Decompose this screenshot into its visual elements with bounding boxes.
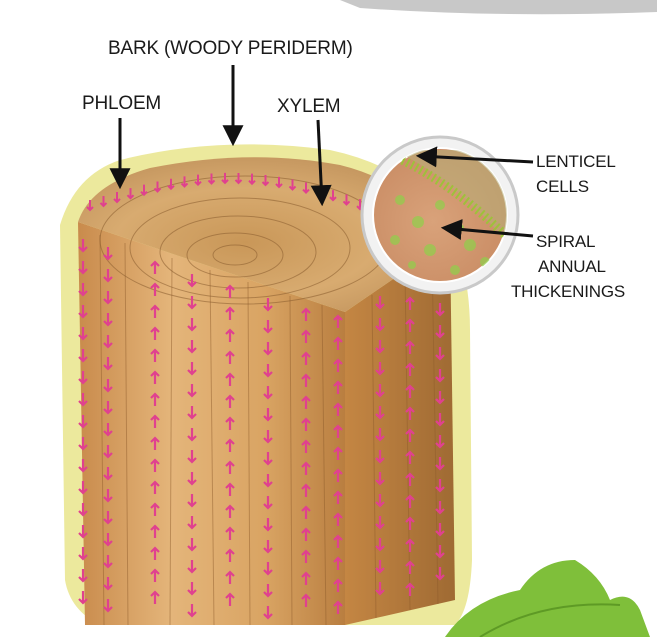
spiral-label-line1: SPIRAL [536,231,595,252]
spiral-label-line3: THICKENINGS [511,281,625,302]
xylem-label: XYLEM [277,96,340,118]
lenticel-label-line2: CELLS [536,176,589,197]
bark-label: BARK (WOODY PERIDERM) [108,38,353,60]
corner-decoration [340,0,657,14]
phloem-label: PHLOEM [82,93,161,115]
spiral-label-line2: ANNUAL [538,256,606,277]
leaf [445,560,650,637]
lenticel-label-line1: LENTICEL [536,151,616,172]
